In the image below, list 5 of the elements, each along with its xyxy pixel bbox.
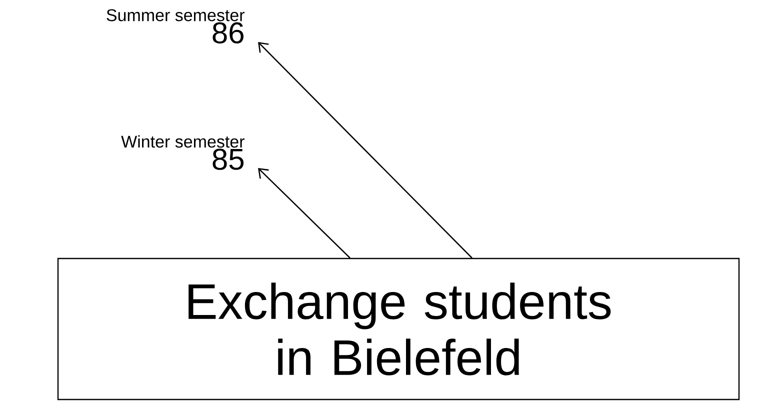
title-box: Exchange students in Bielefeld: [57, 258, 740, 400]
value-label: Summer semester 86: [106, 9, 244, 44]
value-label: Winter semester 85: [121, 135, 244, 170]
arrow: [258, 42, 472, 258]
arrow: [258, 168, 350, 258]
